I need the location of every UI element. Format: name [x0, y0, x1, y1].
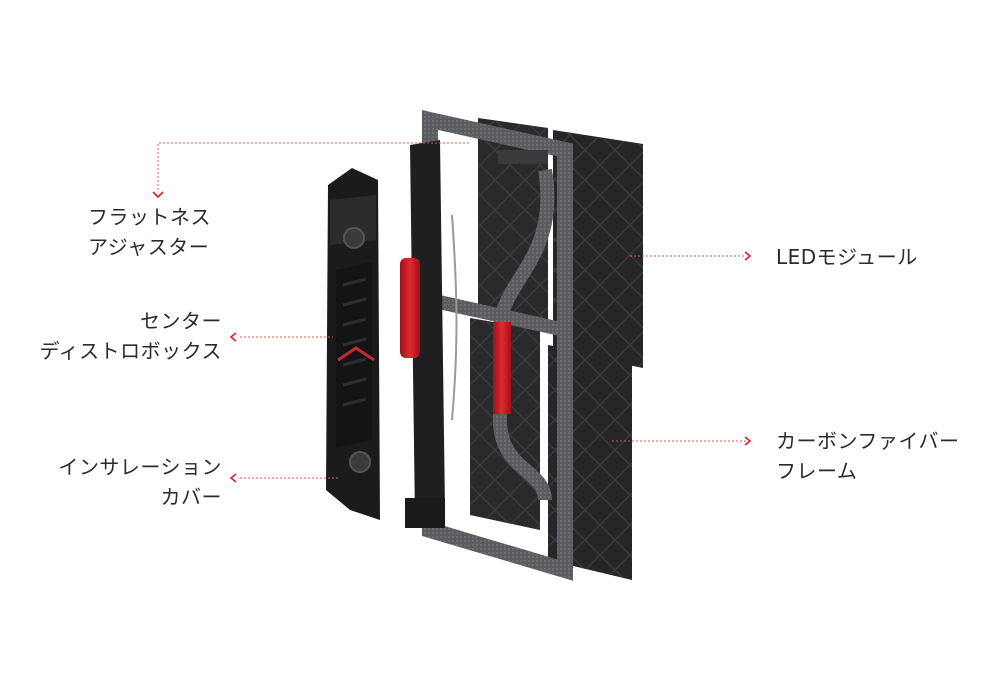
- callout-center-line1: センター: [140, 309, 222, 333]
- chevron-arrow-icon: [229, 473, 237, 483]
- led-module-top-right: [553, 130, 643, 368]
- flatness-adjuster-bar: [400, 140, 458, 528]
- callout-insulation-cover: インサレーション カバー: [58, 452, 222, 512]
- chevron-arrow-icon: [744, 436, 752, 446]
- callout-flatness-adjuster: フラットネス アジャスター: [88, 202, 211, 262]
- callout-insulation-line1: インサレーション: [58, 455, 222, 479]
- center-distro-box: [326, 168, 380, 520]
- callout-center-distro-box: センター ディストロボックス: [40, 306, 223, 366]
- chevron-arrow-icon: [744, 251, 752, 261]
- callout-insulation-line2: カバー: [160, 485, 222, 509]
- callout-led-module: LEDモジュール: [776, 242, 918, 272]
- callout-carbon-line1: カーボンファイバー: [776, 429, 960, 453]
- connector-bottom: [349, 451, 371, 473]
- callout-center-line2: ディストロボックス: [39, 339, 222, 363]
- chevron-arrow-icon: [152, 191, 164, 199]
- callout-carbon-line2: フレーム: [776, 459, 858, 483]
- connector-top: [343, 227, 365, 249]
- callout-flatness-line1: フラットネス: [88, 205, 211, 229]
- leader-lines: [157, 142, 746, 479]
- chevron-arrows: [152, 191, 752, 483]
- callout-carbon-fiber-frame: カーボンファイバー フレーム: [776, 426, 960, 486]
- callout-led-line1: LEDモジュール: [776, 245, 918, 269]
- callout-flatness-line2: アジャスター: [88, 235, 210, 259]
- chevron-arrow-icon: [229, 332, 237, 342]
- adjuster-red-grip: [400, 258, 420, 358]
- frame-red-grip: [493, 322, 511, 414]
